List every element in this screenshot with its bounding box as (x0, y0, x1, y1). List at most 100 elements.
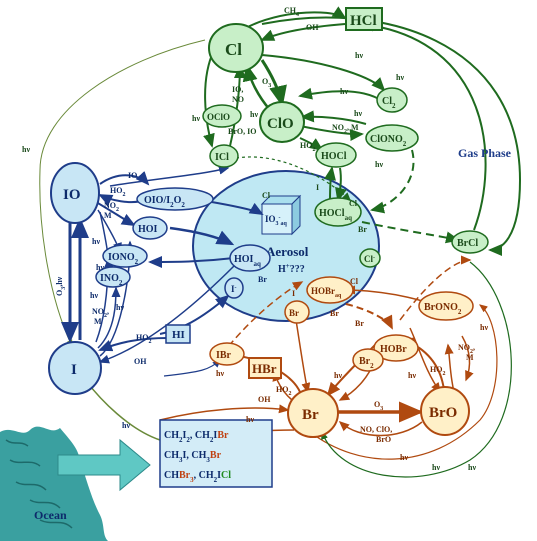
label-hv-1: hν (355, 51, 363, 60)
label-br-hoi: Br (258, 275, 267, 284)
node-br-aq-label: Br (289, 308, 299, 318)
node-brono2 (418, 291, 474, 321)
label-hv-io-3: hν (116, 303, 124, 312)
node-cl2-label: Cl2 (382, 96, 396, 110)
ocean-arrow (57, 438, 151, 492)
label-br-hobr: Br (330, 309, 339, 318)
node-hobr-label: HOBr (380, 344, 407, 355)
label-o3hv: O3,hν (55, 276, 67, 296)
label-no2m-clo: NO2, M (332, 123, 359, 135)
chlorine-species: Cl HCl ClO OClO Cl2 ClONO2 HOCl ICl HOCl… (202, 7, 489, 268)
label-hv-6: hν (250, 110, 258, 119)
node-hoi-aq (229, 244, 271, 272)
node-br (287, 388, 339, 438)
label-oh-hbr: OH (258, 395, 271, 404)
node-brono2-label: BrONO2 (424, 302, 462, 316)
node-hobr (373, 334, 419, 362)
node-icl-label: ICl (215, 152, 229, 163)
label-ho2-io: HO2 (110, 186, 125, 198)
node-br2 (352, 348, 384, 372)
label-br-hocl: Br (358, 225, 367, 234)
label-cl-hobr: Cl (350, 277, 359, 286)
label-i-arrow: I (316, 183, 319, 192)
node-oio-label: OIO/I2O2 (144, 195, 185, 209)
node-cl-minus-label: Cl- (364, 254, 375, 264)
io3-aq-label: IO3-aq (265, 214, 288, 227)
label-hv-br-3: hν (334, 371, 342, 380)
node-cl (208, 23, 264, 73)
label-i-hobr: I (292, 289, 295, 298)
node-cl-minus (359, 248, 381, 268)
label-hv-i-source: hν (122, 421, 130, 430)
node-ino2 (95, 266, 131, 288)
node-br-aq (284, 300, 310, 324)
label-cl-hocl: Cl (349, 199, 358, 208)
node-oio (136, 187, 214, 211)
node-oclo-label: OClO (207, 112, 230, 122)
label-hv-br-4: hν (400, 453, 408, 462)
label-br-hobr-2: Br (355, 319, 364, 328)
node-i-minus (224, 277, 244, 299)
label-hv-io-4: hν (90, 291, 98, 300)
io3-aq-cube: IO3-aq (260, 194, 302, 236)
label-ch4: CH4 (284, 6, 299, 18)
node-hoi-aq-label: HOIaq (234, 254, 261, 268)
node-hocl-aq (314, 197, 362, 227)
node-hoi (132, 216, 168, 240)
node-brcl-label: BrCl (457, 238, 478, 249)
label-no2-io: NO2 (104, 201, 119, 213)
node-oclo (202, 104, 242, 128)
label-hv-3: hν (340, 87, 348, 96)
label-o3-br: O3 (374, 400, 383, 412)
node-clono2 (365, 124, 419, 152)
label-hv-5: hν (192, 114, 200, 123)
gas-phase-label: Gas Phase (458, 146, 512, 160)
node-io (50, 162, 100, 224)
node-hocl-aq-label: HOClaq (319, 208, 352, 222)
node-i-label: I (71, 362, 77, 378)
label-hv-br-6: hν (468, 463, 476, 472)
node-br-label: Br (302, 407, 319, 423)
label-hv-8: hν (22, 145, 30, 154)
node-bro-label: BrO (429, 405, 457, 421)
label-oh-hcl: OH (306, 23, 319, 32)
node-hbr-label: HBr (252, 361, 277, 376)
label-io-no-2: NO (232, 95, 244, 104)
label-io-no-1: IO, (232, 85, 243, 94)
reaction-labels: CH4 OH O3 IO, NO BrO, IO NO2, M HO2 hν h… (22, 6, 488, 472)
node-clono2-label: ClONO2 (370, 134, 407, 148)
node-icl (209, 144, 239, 168)
iodine-species: IO I OIO/I2O2 HOI IONO2 INO2 HI HOIaq I- (48, 162, 271, 395)
label-ho2-hbr: HO2 (276, 385, 291, 397)
label-cl-arrow: Cl (262, 191, 271, 200)
node-hocl-label: HOCl (321, 151, 347, 162)
bromine-species: Br BrO HBr HOBr HOBraq BrONO2 Br Br2 IBr (209, 276, 474, 438)
label-o3-cl: O3 (262, 77, 271, 89)
node-hobr-aq (306, 276, 354, 304)
label-hv-br-2: hν (408, 371, 416, 380)
node-brcl (451, 230, 489, 254)
label-ho2-clo: HO2 (300, 141, 315, 153)
label-hv-io-1: hν (92, 237, 100, 246)
node-cl-label: Cl (225, 40, 242, 59)
label-bro-io: BrO, IO (228, 127, 256, 136)
node-bro (420, 386, 470, 436)
node-ibr (209, 342, 245, 366)
node-hcl-label: HCl (350, 13, 377, 29)
label-hv-2: hν (396, 73, 404, 82)
source-row-2: CH3I, CH3Br (164, 450, 222, 464)
label-no-clo-bro-2: BrO (376, 435, 391, 444)
node-iono2 (102, 244, 148, 268)
source-row-3: CHBr3, CH2ICl (164, 470, 231, 484)
node-hobr-aq-label: HOBraq (311, 286, 342, 299)
label-m-io: M (104, 211, 112, 220)
bromine-arrows (159, 255, 512, 478)
label-hv-4: hν (354, 109, 362, 118)
ocean-source-box: CH2I2, CH2IBr CH3I, CH3Br CHBr3, CH2ICl (159, 419, 273, 488)
ocean-region: Ocean (0, 426, 151, 541)
node-hi (165, 324, 191, 344)
label-hv-7: hν (375, 160, 383, 169)
label-no2m-i-2: M (94, 317, 102, 326)
label-hv-ibr: hν (216, 369, 224, 378)
node-hoi-label: HOI (138, 224, 158, 235)
